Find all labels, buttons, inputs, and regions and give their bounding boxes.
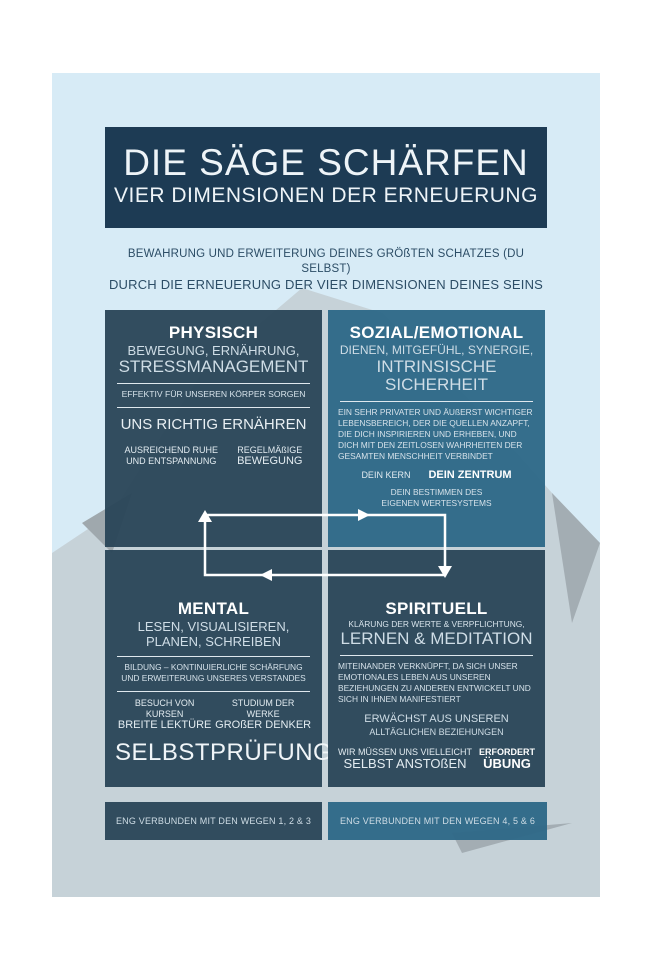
c1: ERWÄCHST AUS UNSEREN xyxy=(364,713,509,725)
body-text: MITEINANDER VERKNÜPFT, DA SICH UNSER EMO… xyxy=(338,661,531,704)
intro-text: BEWAHRUNG UND ERWEITERUNG DEINES GRÖßTEN… xyxy=(105,247,547,292)
divider xyxy=(340,401,533,402)
sub1: DIENEN, MITGEFÜHL, SYNERGIE, xyxy=(339,343,534,357)
b2: GROßER DENKER xyxy=(215,719,312,731)
kern: DEIN KERN xyxy=(361,470,411,480)
a1: BESUCH VON KURSEN xyxy=(134,698,195,719)
title-box: DIE SÄGE SCHÄRFEN VIER DIMENSIONEN DER E… xyxy=(105,127,547,228)
heading: SPIRITUELL xyxy=(385,599,488,618)
sub1: LESEN, VISUALISIEREN, xyxy=(137,619,290,634)
sub1: BEWEGUNG, ERNÄHRUNG, xyxy=(127,343,300,358)
quadrant-mental: MENTAL LESEN, VISUALISIEREN, PLANEN, SCH… xyxy=(105,550,333,787)
b2: BEWEGUNG xyxy=(237,455,303,467)
line1: BILDUNG – KONTINUIERLICHE SCHÄRFUNG xyxy=(124,662,303,672)
c2: EIGENEN WERTESYSTEMS xyxy=(381,498,492,508)
footer-spirituell: ENG VERBUNDEN MIT DEN WEGEN 4, 5 & 6 xyxy=(328,802,547,840)
main-text: UNS RICHTIG ERNÄHREN xyxy=(120,416,307,433)
arrow-down-icon xyxy=(438,566,452,578)
heading: PHYSISCH xyxy=(168,323,259,342)
divider xyxy=(117,691,310,692)
quadrant-physisch: PHYSISCH BEWEGUNG, ERNÄHRUNG, STRESSMANA… xyxy=(105,310,322,547)
a2: SELBST ANSTOßEN xyxy=(343,756,467,771)
b1: STUDIUM DER WERKE xyxy=(231,698,295,719)
c2: ALLTÄGLICHEN BEZIEHUNGEN xyxy=(369,727,504,737)
sub2: STRESSMANAGEMENT xyxy=(118,357,309,376)
arrow-right-icon xyxy=(358,509,370,521)
quadrant-spirituell: SPIRITUELL KLÄRUNG DER WERTE & VERPFLICH… xyxy=(328,550,545,787)
zentrum: DEIN ZENTRUM xyxy=(428,469,512,481)
sub2: PLANEN, SCHREIBEN xyxy=(145,634,282,649)
b1: REGELMÄßIGE xyxy=(237,445,303,455)
divider xyxy=(117,656,310,657)
intro-line-1: BEWAHRUNG UND ERWEITERUNG DEINES GRÖßTEN… xyxy=(127,248,525,275)
sub2: INTRINSISCHE SICHERHEIT xyxy=(376,357,497,394)
main-text: SELBSTPRÜFUNG xyxy=(115,739,333,766)
line: EFFEKTIV FÜR UNSEREN KÖRPER SORGEN xyxy=(121,389,306,399)
divider xyxy=(117,383,310,384)
b2: ÜBUNG xyxy=(483,756,531,771)
divider xyxy=(117,407,310,408)
arrow-left-icon xyxy=(260,569,272,581)
body-text: EIN SEHR PRIVATER UND ÄUßERST WICHTIGER … xyxy=(338,407,533,461)
heading: SOZIAL/EMOTIONAL xyxy=(349,323,524,342)
a2: UND ENTSPANNUNG xyxy=(126,456,217,466)
a1: WIR MÜSSEN UNS VIELLEICHT xyxy=(338,747,473,757)
intro-line-2: DURCH DIE ERNEUERUNG DER VIER DIMENSIONE… xyxy=(108,277,544,292)
line2: UND ERWEITERUNG UNSERES VERSTANDES xyxy=(121,673,306,683)
heading: MENTAL xyxy=(177,599,250,618)
arrow-up-icon xyxy=(198,510,212,522)
sub1: KLÄRUNG DER WERTE & VERPFLICHTUNG, xyxy=(348,619,525,629)
c1: DEIN BESTIMMEN DES xyxy=(390,487,483,497)
main-title: DIE SÄGE SCHÄRFEN xyxy=(123,142,529,183)
a2: BREITE LEKTÜRE xyxy=(117,719,212,731)
a1: AUSREICHEND RUHE xyxy=(124,445,219,455)
sub2: LERNEN & MEDITATION xyxy=(340,629,533,648)
b1: ERFORDERT xyxy=(479,747,535,757)
sub-title: VIER DIMENSIONEN DER ERNEUERUNG xyxy=(114,184,538,207)
footer-mental: ENG VERBUNDEN MIT DEN WEGEN 1, 2 & 3 xyxy=(105,802,322,840)
quadrant-sozial: SOZIAL/EMOTIONAL DIENEN, MITGEFÜHL, SYNE… xyxy=(328,310,545,547)
divider xyxy=(340,655,533,656)
